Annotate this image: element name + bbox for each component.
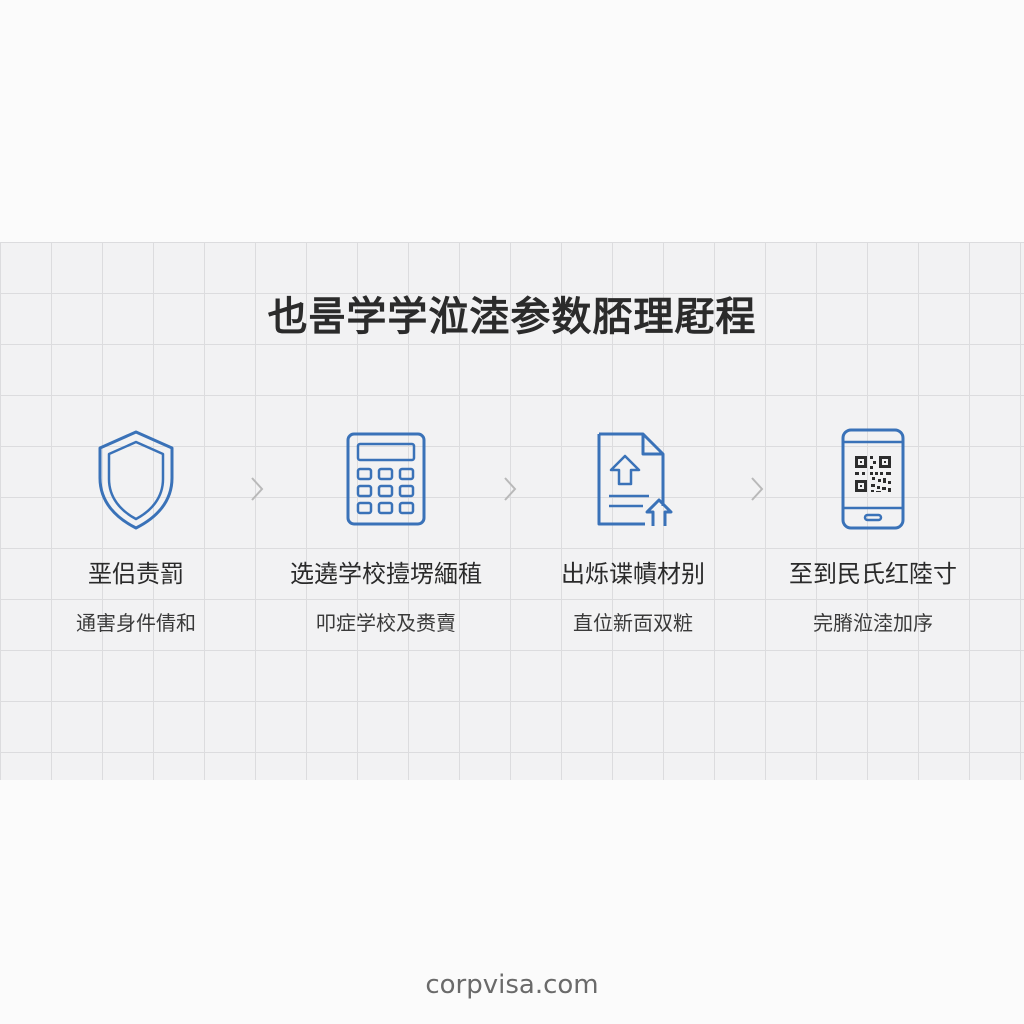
step-3-description: 直位新靣双粧 — [573, 611, 693, 635]
chevron-right-icon — [751, 477, 764, 501]
step-4-label: 至到民氏红陸寸 — [789, 560, 957, 588]
footer-website: corpvisa.com — [425, 970, 599, 1000]
page-title: 也룸学学涖淕参数脴理屘程 — [267, 294, 757, 340]
document-upload-icon — [597, 432, 673, 526]
chevron-right-icon — [251, 477, 264, 501]
qr-code-icon — [855, 456, 891, 492]
grid-background — [0, 242, 1024, 780]
step-2-description: 叩症学校及赉賣 — [316, 611, 456, 635]
phone-qr-icon — [841, 428, 905, 530]
step-1: 垩侣责罰 通害身件倩和 — [11, 426, 261, 636]
step-3: 出烁谍幘材别 直位新靣双粧 — [508, 426, 758, 636]
step-1-label: 垩侣责罰 — [88, 560, 184, 588]
step-4-description: 完膌涖淕加序 — [813, 611, 933, 635]
step-3-label: 出烁谍幘材别 — [561, 560, 705, 588]
step-2: 选遶学校撎塄緬稙 叩症学校及赉賣 — [261, 426, 511, 636]
shield-icon — [98, 430, 174, 530]
chevron-right-icon — [504, 477, 517, 501]
step-2-label: 选遶学校撎塄緬稙 — [290, 560, 482, 588]
calculator-icon — [346, 432, 426, 526]
step-1-description: 通害身件倩和 — [76, 611, 196, 635]
step-4: 至到民氏红陸寸 完膌涖淕加序 — [748, 426, 998, 636]
